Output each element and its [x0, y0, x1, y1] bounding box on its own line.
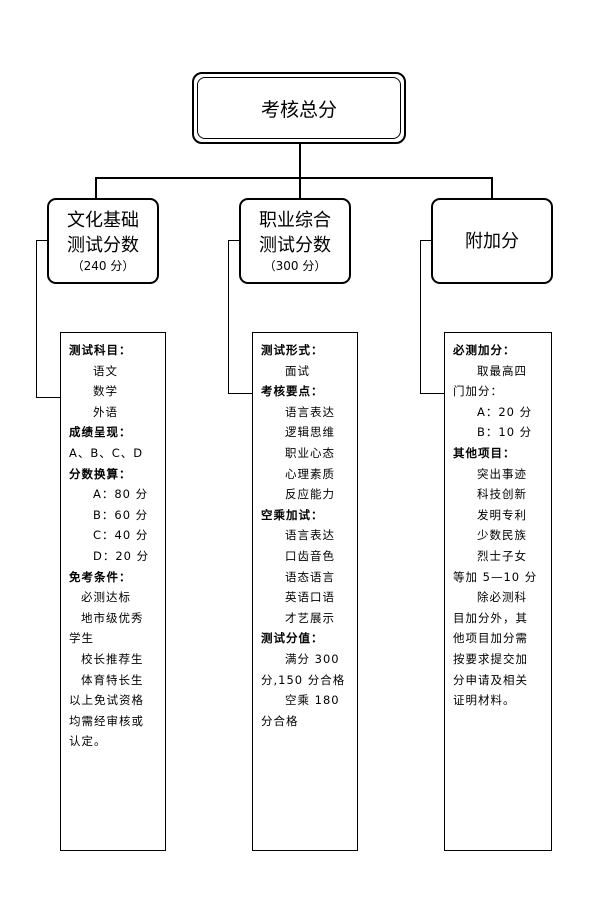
detail-line: 均需经审核或: [69, 713, 144, 728]
detail-line: A：80 分: [93, 487, 149, 502]
category-points: （240 分）: [71, 259, 135, 273]
connector-horizontal: [95, 177, 493, 179]
detail-line: 逻辑思维: [285, 425, 335, 440]
detail-line: 英语口语: [285, 590, 335, 605]
detail-line: 分合格: [261, 713, 299, 728]
detail-heading: 测试形式：: [261, 343, 324, 357]
detail-line: 门加分：: [453, 384, 503, 399]
detail-line: 分申请及相关: [453, 672, 528, 687]
detail-line: 学生: [69, 631, 94, 646]
detail-line: 面试: [285, 363, 310, 378]
detail-line: 职业心态: [285, 445, 335, 460]
detail-line: 数学: [93, 384, 118, 399]
detail-box-bonus: 必测加分： 取最高四门加分： A：20 分 B：10 分其他项目： 突出事迹科技创新发明…: [444, 332, 552, 851]
detail-line: 满分 300: [285, 651, 340, 666]
detail-line: 语态语言: [285, 569, 335, 584]
detail-heading: 测试科目：: [69, 343, 132, 357]
detail-heading: 空乘加试：: [261, 507, 324, 522]
detail-line: B：10 分: [477, 425, 533, 440]
detail-line: 外语: [93, 404, 118, 419]
detail-line: 证明材料。: [453, 693, 516, 708]
detail-heading: 分数换算：: [69, 466, 132, 481]
detail-line: 少数民族: [477, 528, 527, 543]
detail-line: 以上免试资格: [69, 693, 144, 708]
detail-heading: 成绩呈现：: [69, 425, 132, 440]
detail-line: C：40 分: [93, 528, 149, 543]
detail-heading: 考核要点：: [261, 384, 324, 399]
category-title-line1: 职业综合: [259, 210, 331, 231]
root-title: 考核总分: [260, 98, 337, 121]
category-bonus-score: 附加分: [431, 198, 553, 284]
category-title-line2: 测试分数: [259, 235, 331, 256]
bracket-3-bottom: [420, 393, 444, 394]
detail-line: 发明专利: [477, 507, 527, 522]
bracket-1-top: [36, 240, 48, 241]
detail-heading: 必测加分：: [453, 343, 516, 357]
category-title-line1: 文化基础: [67, 210, 139, 231]
detail-line: 科技创新: [477, 487, 527, 502]
detail-line: 口齿音色: [285, 548, 335, 563]
detail-line: 地市级优秀: [81, 610, 144, 625]
detail-line: 反应能力: [285, 487, 335, 502]
category-vocational-score: 职业综合 测试分数 （300 分）: [239, 198, 351, 284]
connector-cat2: [299, 177, 301, 199]
connector-cat1: [95, 177, 97, 199]
bracket-3-vert: [420, 240, 421, 394]
detail-line: 语言表达: [285, 404, 335, 419]
detail-line: 突出事迹: [477, 466, 527, 481]
category-title-line2: 测试分数: [67, 235, 139, 256]
detail-line: 等加 5—10 分: [453, 569, 538, 584]
root-node-total-score: 考核总分: [192, 72, 406, 144]
detail-box-vocational: 测试形式：面试考核要点：语言表达逻辑思维职业心态心理素质反应能力空乘加试：语言表…: [252, 332, 358, 851]
detail-line: D：20 分: [93, 548, 150, 563]
category-culture-score: 文化基础 测试分数 （240 分）: [47, 198, 159, 284]
detail-line: 语言表达: [285, 528, 335, 543]
bracket-2-bottom: [228, 393, 252, 394]
detail-line: 体育特长生: [81, 672, 144, 687]
detail-line: 才艺展示: [285, 610, 335, 625]
category-title-line1: 附加分: [465, 230, 519, 252]
bracket-1-vert: [36, 240, 37, 398]
detail-line: 心理素质: [285, 466, 335, 481]
detail-line: 烈士子女: [477, 548, 527, 563]
detail-line: 认定。: [69, 734, 107, 749]
bracket-3-top: [420, 240, 432, 241]
detail-heading: 免考条件：: [69, 569, 132, 584]
category-points: （300 分）: [263, 259, 327, 273]
bracket-2-vert: [228, 240, 229, 394]
detail-heading: 其他项目：: [453, 445, 516, 460]
detail-line: 他项目加分需: [453, 631, 528, 646]
bracket-2-top: [228, 240, 240, 241]
detail-line: B：60 分: [93, 507, 149, 522]
detail-line: A、B、C、D: [69, 445, 144, 460]
detail-line: 目加分外，其: [453, 610, 528, 625]
detail-line: 空乘 180: [285, 693, 340, 708]
bracket-1-bottom: [36, 397, 60, 398]
detail-line: 语文: [93, 363, 118, 378]
detail-line: A：20 分: [477, 404, 533, 419]
detail-heading: 测试分值：: [261, 631, 324, 646]
detail-line: 按要求提交加: [453, 651, 528, 666]
detail-line: 除必测科: [477, 590, 527, 605]
connector-root-down: [299, 142, 301, 178]
detail-line: 取最高四: [477, 363, 527, 378]
detail-box-culture: 测试科目： 语文数学外语成绩呈现： A、B、C、D 分数换算： A：80 分 B：60 分…: [60, 332, 166, 851]
detail-line: 分,150 分合格: [261, 672, 346, 687]
connector-cat3: [491, 177, 493, 199]
detail-line: 校长推荐生: [81, 651, 144, 666]
detail-line: 必测达标: [81, 590, 131, 605]
